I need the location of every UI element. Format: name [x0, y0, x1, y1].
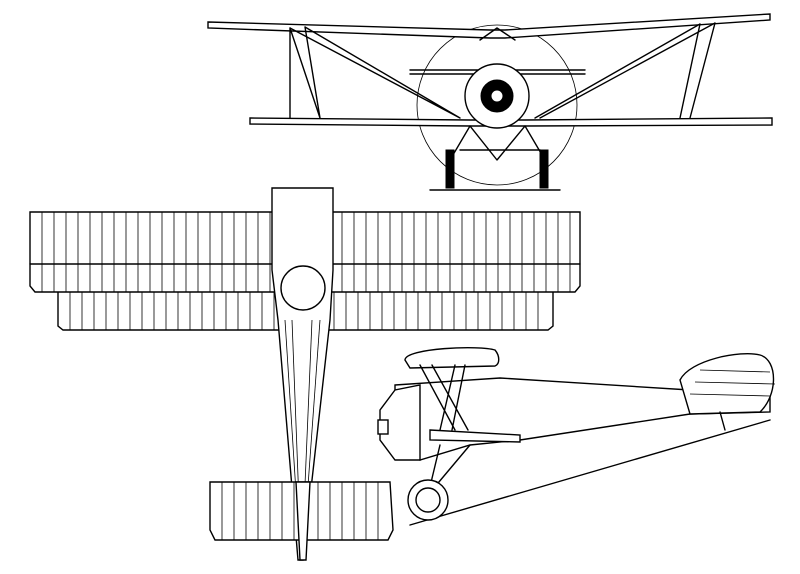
- side-ground-line: [409, 419, 771, 526]
- top-view: [29, 187, 581, 561]
- front-left-struts: [289, 26, 461, 119]
- front-right-struts: [534, 22, 716, 119]
- side-lower-wing: [429, 429, 521, 443]
- side-engine: [379, 384, 421, 461]
- right-wheel: [539, 149, 549, 189]
- cockpit-opening: [280, 265, 326, 311]
- left-wheel: [445, 149, 455, 189]
- front-undercarriage: [449, 27, 546, 161]
- propeller-disc: [416, 24, 578, 186]
- side-view: [377, 347, 776, 526]
- front-view: [207, 13, 773, 191]
- side-upper-wing: [404, 347, 500, 369]
- side-tail-fin: [679, 353, 775, 415]
- side-struts: [419, 364, 469, 431]
